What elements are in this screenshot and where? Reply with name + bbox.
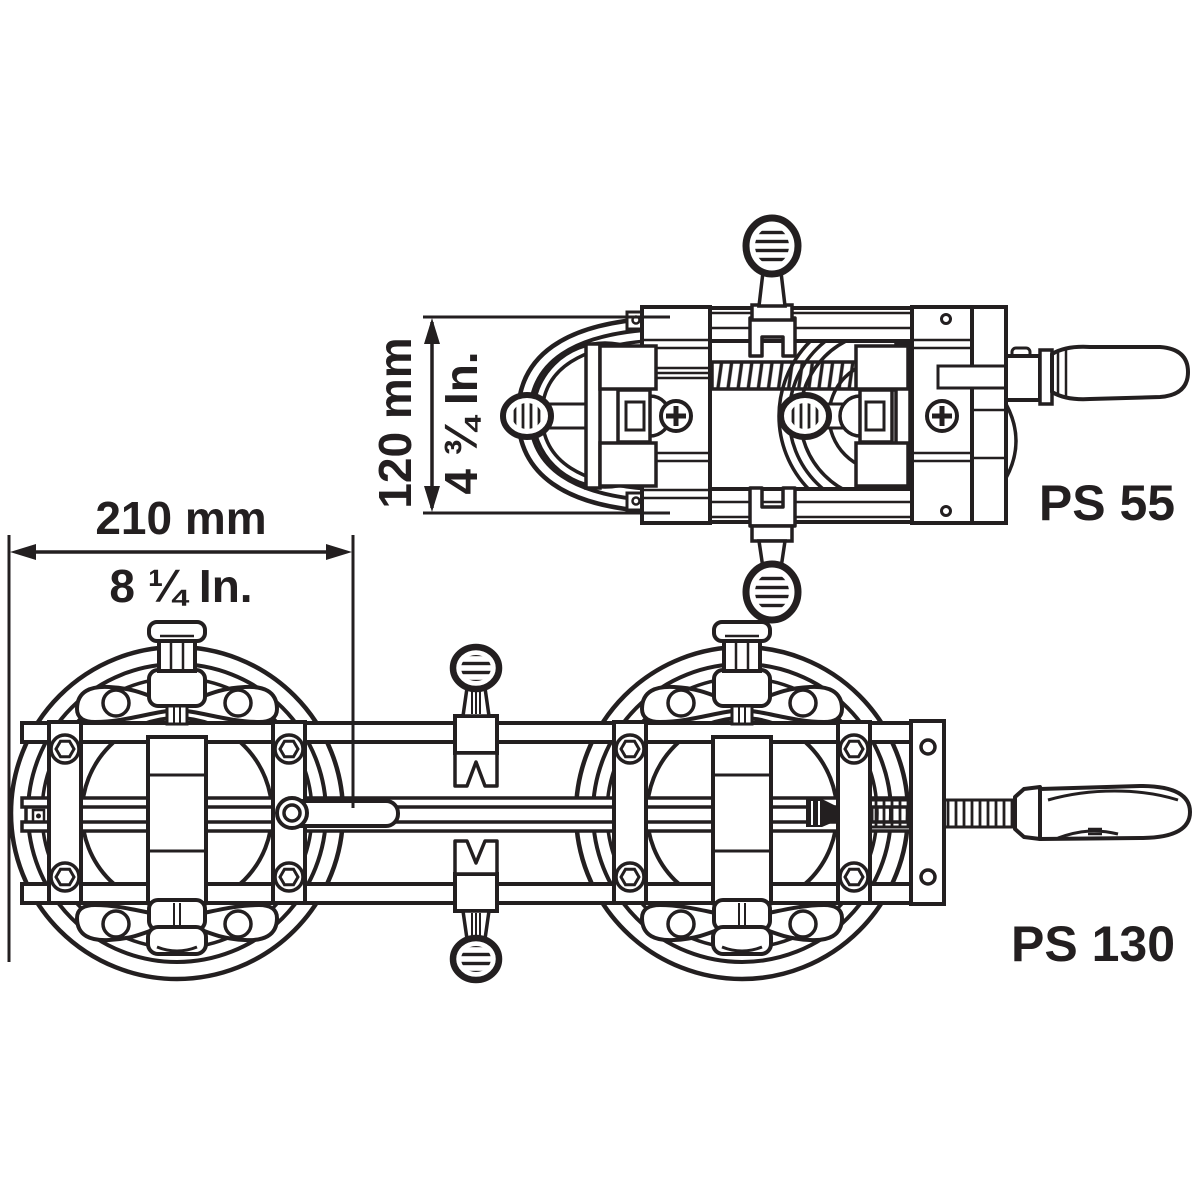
- ps55-pump-plunger-left: [503, 342, 672, 490]
- ps55-height-metric: 120 mm: [369, 337, 421, 508]
- dimension-ps130-width: 210 mm 8 ¼ In.: [7, 492, 355, 962]
- phillips-screw-icon: [927, 401, 957, 431]
- ps130-drawing: [11, 622, 1192, 980]
- ps130-width-metric: 210 mm: [95, 492, 266, 544]
- plunger-knob-icon: [503, 395, 551, 437]
- ps130-width-imperial: 8 ¼ In.: [109, 560, 252, 612]
- ps130-ratchet-lever: [275, 796, 400, 830]
- knob-icon: [453, 938, 499, 980]
- dimension-ps55-height: 120 mm 4 ¾ In.: [369, 315, 670, 515]
- ps130-mounting-plate: [909, 719, 946, 906]
- ps55-height-imperial: 4 ¾ In.: [435, 351, 487, 494]
- product-label-ps130: PS 130: [1011, 916, 1175, 972]
- ps55-knob-top: [746, 218, 798, 358]
- knob-icon: [746, 564, 798, 620]
- ps130-handle: [1013, 784, 1192, 841]
- knob-icon: [453, 647, 499, 689]
- product-label-ps55: PS 55: [1039, 475, 1175, 531]
- plunger-knob-icon: [781, 395, 829, 437]
- ps130-knob-bottom: [453, 839, 499, 980]
- ps55-knob-bottom: [746, 486, 798, 620]
- ps55-handle: [1004, 344, 1190, 479]
- phillips-screw-icon: [661, 401, 691, 431]
- ps55-pump-plunger-right: [781, 342, 912, 490]
- knob-icon: [746, 218, 798, 274]
- ps55-drawing: [503, 218, 1190, 620]
- ps130-knob-top: [453, 647, 499, 788]
